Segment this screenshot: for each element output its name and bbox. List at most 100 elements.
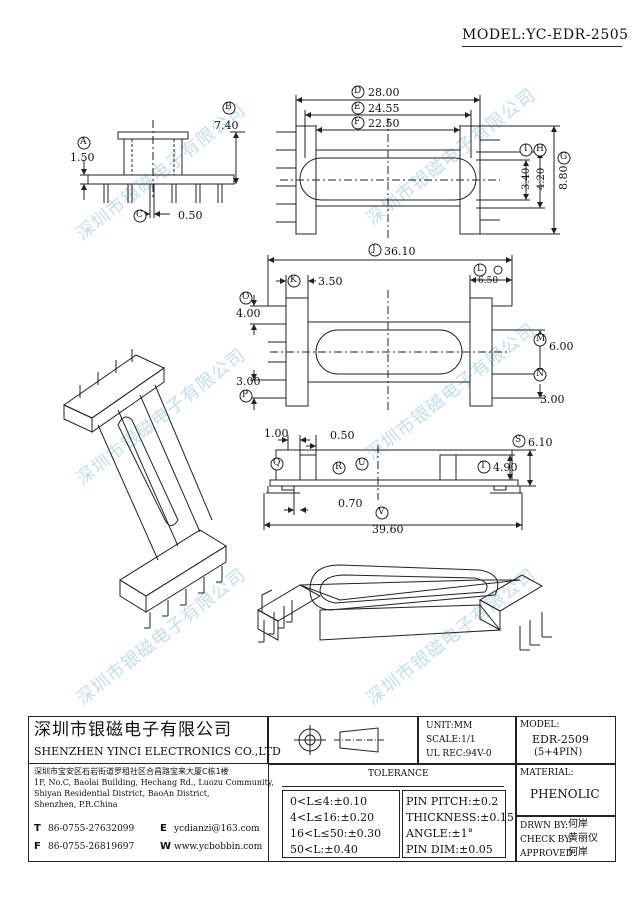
address-line: Shiyan Residential District, BaoAn Distr… bbox=[34, 789, 210, 798]
dim-I-value: 3.40 bbox=[521, 167, 532, 190]
drawn-by-value: 何岸 bbox=[568, 819, 588, 830]
dim-F-label: F bbox=[354, 117, 361, 127]
dim-U-label: U bbox=[358, 458, 366, 468]
dim-Q-label: Q bbox=[273, 458, 281, 468]
address-line: Shenzhen, P.R.China bbox=[34, 800, 118, 809]
dim-B-label: B bbox=[225, 102, 232, 112]
bottom-view bbox=[250, 255, 545, 412]
dim-V-label: V bbox=[378, 507, 385, 517]
scale-label: SCALE:1/1 bbox=[426, 735, 476, 745]
check-by-label: CHECK BY: bbox=[520, 835, 573, 845]
dim-K-value: 3.50 bbox=[318, 275, 343, 288]
isometric-view-right bbox=[256, 564, 552, 651]
dim-O-value: 4.00 bbox=[236, 307, 261, 320]
fax-icon: F bbox=[34, 841, 41, 852]
web-icon: W bbox=[160, 841, 172, 852]
dim-L-label: L bbox=[477, 264, 483, 274]
front-view bbox=[263, 435, 536, 530]
dim-D-label: D bbox=[354, 86, 362, 96]
dim-F-value: 22.50 bbox=[368, 117, 400, 130]
approved-label: APPROVED: bbox=[520, 849, 576, 859]
projection-symbol-icon bbox=[294, 725, 384, 755]
dim-R-value: 0.50 bbox=[330, 429, 355, 442]
dim-P-label: P bbox=[242, 390, 249, 400]
model-header: MODEL:YC-EDR-2505 bbox=[462, 27, 629, 43]
side-view bbox=[80, 120, 245, 218]
unit-label: UNIT:MM bbox=[426, 721, 473, 731]
dim-M-label: M bbox=[536, 334, 546, 344]
tolerance-title: TOLERANCE bbox=[368, 769, 429, 779]
header-underline bbox=[462, 46, 622, 47]
tolerance-row: 4<L≤16:±0.20 bbox=[290, 811, 375, 824]
dim-R-label: R bbox=[335, 462, 342, 472]
address-line: 1F, No.C, Baolai Building, Hechang Rd., … bbox=[34, 778, 274, 787]
tolerance-row: 16<L≤50:±0.30 bbox=[290, 827, 382, 840]
check-by-value: 黄丽仪 bbox=[568, 833, 598, 844]
model-pins: (5+4PIN) bbox=[534, 747, 583, 758]
units-cell bbox=[418, 716, 516, 764]
tolerance-row: 50<L:±0.40 bbox=[290, 843, 358, 856]
tolerance-left bbox=[282, 790, 400, 858]
email-icon: E bbox=[160, 823, 167, 834]
dim-A-value: 1.50 bbox=[70, 151, 95, 164]
dim-N-label: N bbox=[536, 369, 544, 379]
dim-P-value: 3.00 bbox=[236, 375, 261, 388]
dim-L-value: 6.50 bbox=[478, 276, 499, 286]
dim-T-value: 4.90 bbox=[493, 461, 518, 474]
tolerance-row: 0<L≤4:±0.10 bbox=[290, 795, 368, 808]
dim-H-value: 4.20 bbox=[536, 167, 547, 190]
dim-K-label: K bbox=[290, 275, 297, 285]
tolerance-right bbox=[402, 790, 506, 858]
fax-number: 86-0755-26819697 bbox=[48, 842, 135, 852]
dim-M-value: 6.00 bbox=[549, 340, 574, 353]
company-name-en: SHENZHEN YINCI ELECTRONICS CO.,LTD bbox=[34, 745, 281, 758]
dim-U-value: 0.70 bbox=[338, 497, 363, 510]
dim-G-label: G bbox=[560, 152, 568, 162]
dim-G-value: 8.80 bbox=[557, 165, 570, 191]
company-name-cn: 深圳市银磁电子有限公司 bbox=[34, 720, 232, 740]
address-line: 深圳市宝安区石岩街道罗租社区合昌路宝来大厦C栋1楼 bbox=[34, 767, 229, 776]
tolerance-divider bbox=[282, 786, 504, 787]
dim-I-label: I bbox=[524, 144, 528, 154]
projection-cell bbox=[268, 716, 418, 764]
tel-number: 86-0755-27632099 bbox=[48, 824, 135, 834]
material-value: PHENOLIC bbox=[530, 787, 600, 801]
dim-J-value: 36.10 bbox=[384, 245, 416, 258]
ul-rec-label: UL REC:94V-0 bbox=[426, 749, 492, 759]
tolerance-row: PIN DIM:±0.05 bbox=[406, 843, 493, 856]
model-label: MODEL: bbox=[520, 720, 560, 730]
technical-drawing bbox=[62, 85, 571, 651]
dim-O-label: O bbox=[242, 292, 250, 302]
dim-J-label: J bbox=[372, 244, 376, 254]
tolerance-row: PIN PITCH:±0.2 bbox=[406, 795, 499, 808]
material-cell bbox=[516, 764, 616, 816]
dim-C-label: C bbox=[136, 210, 143, 220]
model-cell bbox=[516, 716, 616, 764]
web-address: www.ycbobbin.com bbox=[174, 842, 263, 852]
dim-Q-value: 1.00 bbox=[264, 427, 289, 440]
top-view bbox=[276, 95, 560, 240]
dim-E-value: 24.55 bbox=[368, 102, 400, 115]
dim-N-value: 3.00 bbox=[540, 393, 565, 406]
dim-B-value: 7.40 bbox=[214, 119, 239, 132]
email-address: ycdianzi@163.com bbox=[174, 824, 260, 834]
dim-V-value: 39.60 bbox=[372, 523, 404, 536]
model-value: EDR-2509 bbox=[532, 733, 589, 746]
tel-icon: T bbox=[34, 823, 41, 834]
dim-C-value: 0.50 bbox=[178, 209, 203, 222]
tolerance-row: ANGLE:±1° bbox=[406, 827, 474, 840]
isometric-view-left bbox=[62, 349, 227, 629]
tolerance-row: THICKNESS:±0.15 bbox=[406, 811, 514, 824]
company-cell bbox=[28, 716, 268, 764]
dim-D-value: 28.00 bbox=[368, 86, 400, 99]
signature-cell bbox=[516, 816, 616, 862]
material-label: MATERIAL: bbox=[520, 768, 574, 778]
approved-value: 何岸 bbox=[568, 847, 588, 858]
dim-T-label: T bbox=[480, 461, 487, 471]
dim-H-label: H bbox=[536, 144, 544, 154]
dim-A-label: A bbox=[80, 137, 87, 147]
dim-S-value: 6.10 bbox=[528, 436, 553, 449]
drawn-by-label: DRWN BY: bbox=[520, 821, 569, 831]
dim-S-label: S bbox=[515, 435, 522, 445]
